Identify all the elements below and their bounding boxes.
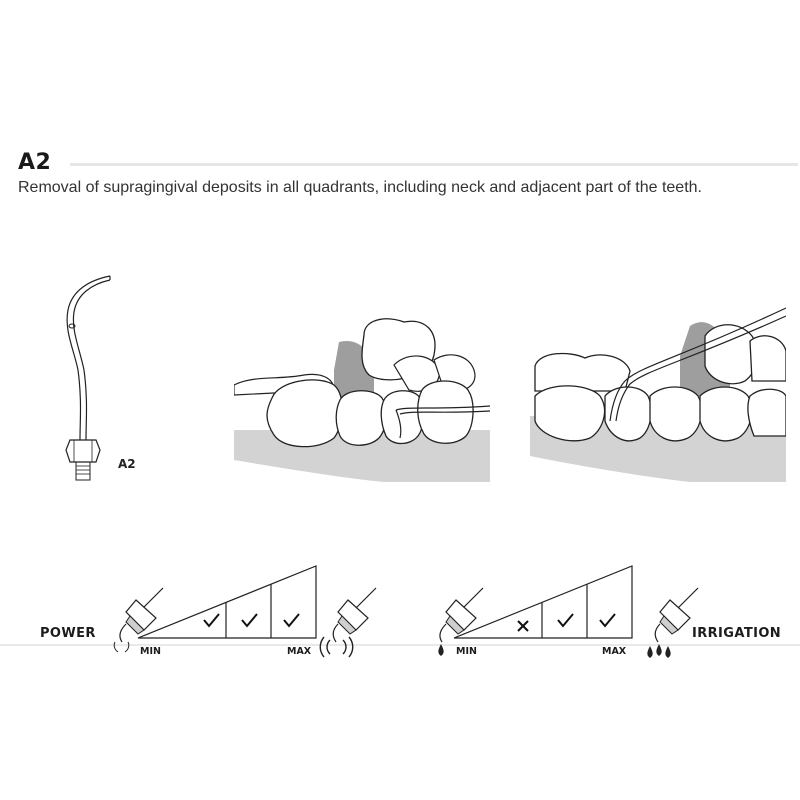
scale-divider bbox=[0, 644, 800, 646]
irrigation-label: IRRIGATION bbox=[690, 626, 784, 641]
tool-label: A2 bbox=[118, 457, 136, 471]
check-icon bbox=[203, 613, 220, 628]
vibration-high-icon bbox=[319, 587, 377, 658]
power-min-label: MIN bbox=[140, 646, 161, 657]
header-divider bbox=[70, 163, 798, 166]
upper-teeth-illustration bbox=[530, 307, 786, 482]
power-label: POWER bbox=[38, 626, 98, 641]
check-icon bbox=[599, 613, 616, 628]
irrigation-min-label: MIN bbox=[456, 646, 477, 657]
lower-teeth-illustration bbox=[234, 318, 490, 482]
vibration-low-icon bbox=[113, 587, 164, 653]
power-max-label: MAX bbox=[287, 646, 312, 657]
check-icon bbox=[283, 613, 300, 628]
tip-code-title: A2 bbox=[18, 150, 52, 175]
water-drop-single-icon bbox=[438, 587, 484, 656]
irrigation-scale bbox=[453, 565, 633, 639]
irrigation-max-label: MAX bbox=[602, 646, 627, 657]
power-scale bbox=[137, 565, 317, 639]
ultrasonic-tip-icon bbox=[65, 275, 111, 481]
check-icon bbox=[241, 613, 258, 628]
water-drops-multiple-icon bbox=[647, 587, 699, 658]
tip-description: Removal of supragingival deposits in all… bbox=[18, 179, 702, 196]
check-icon bbox=[557, 613, 574, 628]
cross-icon bbox=[517, 620, 529, 632]
